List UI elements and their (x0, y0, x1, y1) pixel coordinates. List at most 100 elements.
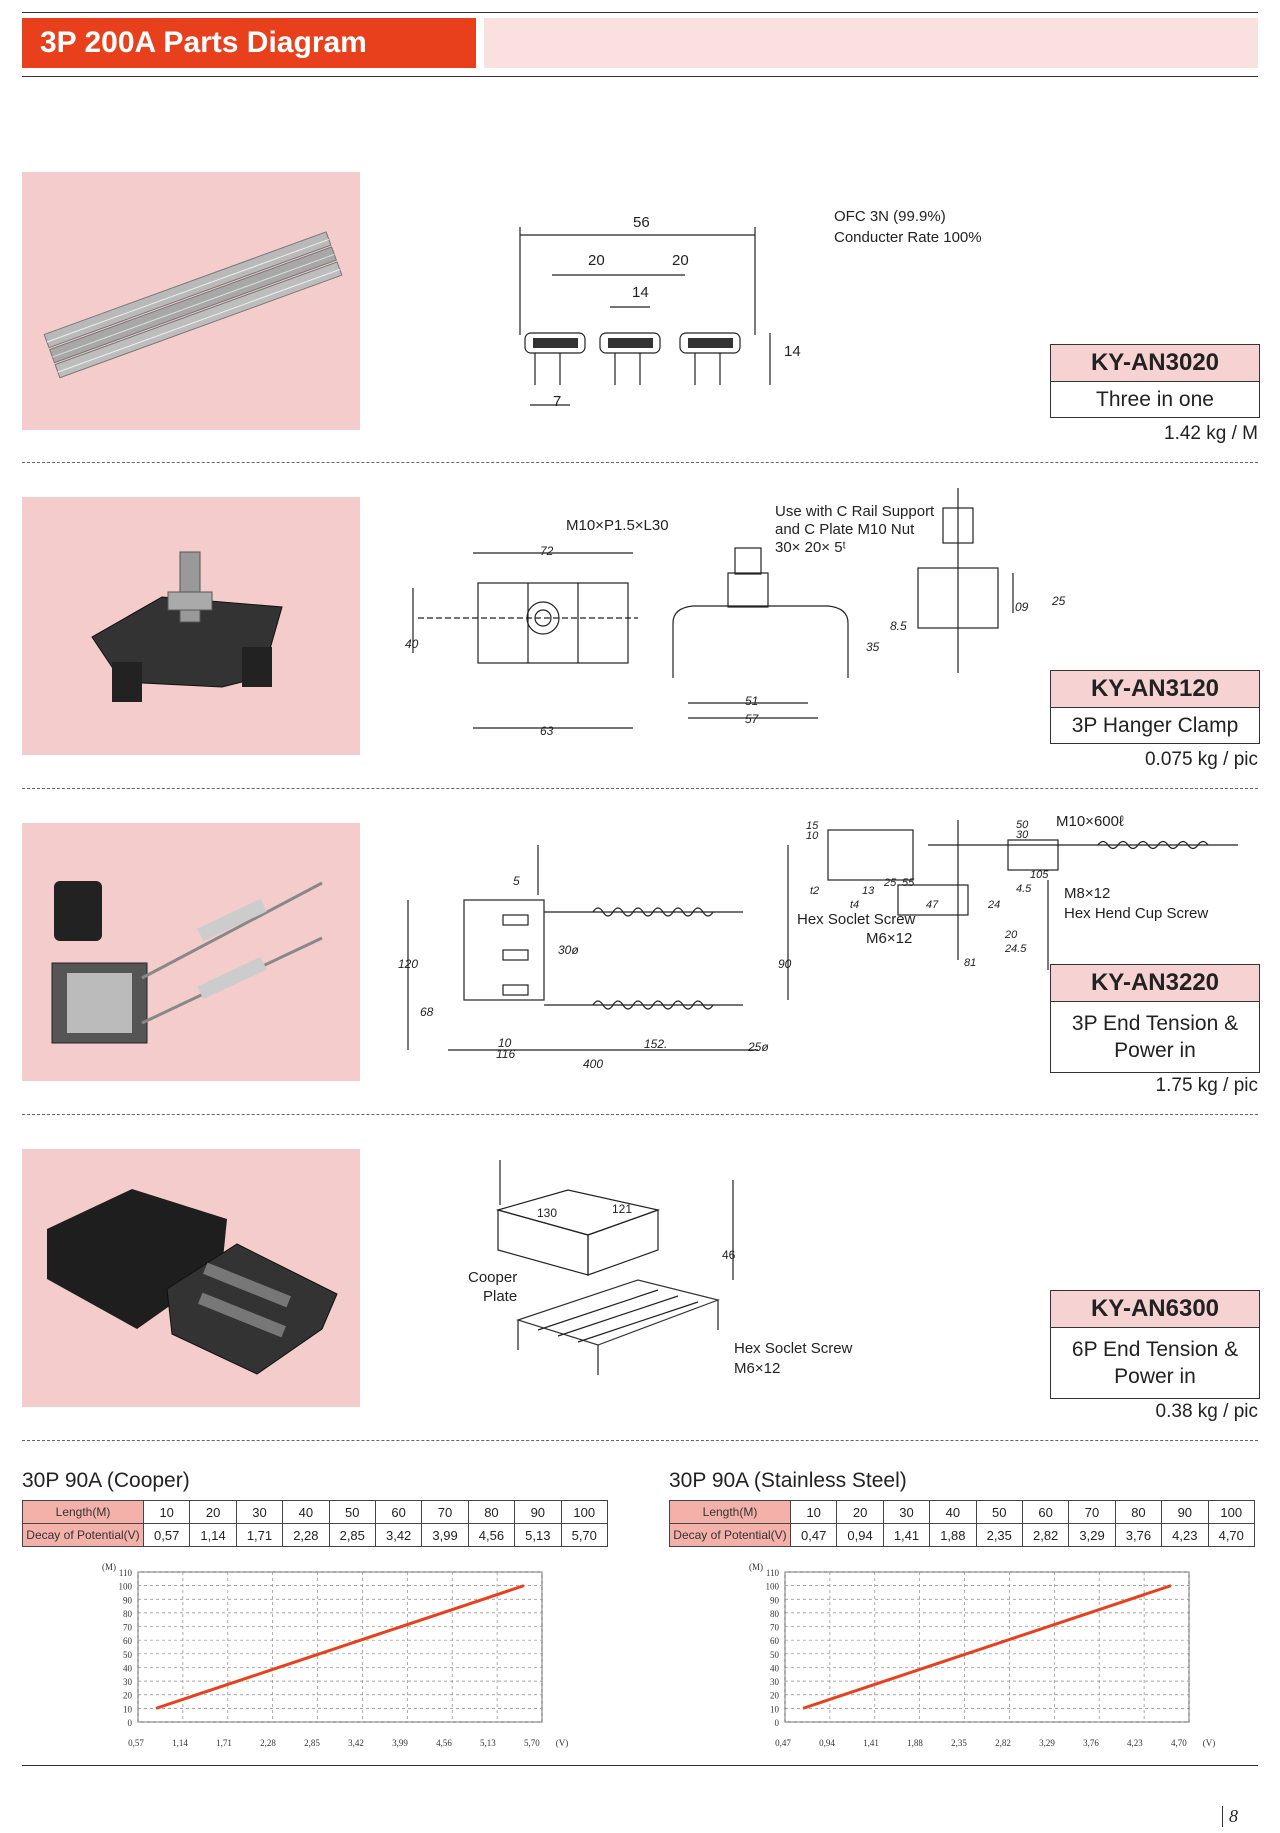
table-title-cooper: 30P 90A (Cooper) (22, 1469, 190, 1492)
dim-30-dia: 30ø (558, 943, 579, 957)
dim-7: 7 (553, 393, 562, 410)
dim-40: 40 (405, 637, 419, 651)
page-title: 3P 200A Parts Diagram (22, 18, 476, 68)
table-cell: 100 (1207, 1500, 1256, 1524)
y-tick-label: 30 (770, 1677, 780, 1687)
y-tick-label: 10 (770, 1704, 780, 1714)
table-cell: 50 (975, 1500, 1023, 1524)
rail-support-note: Use with C Rail Support (775, 503, 935, 520)
hex-screw-size-note: M6×12 (734, 1360, 781, 1377)
dim-09: 09 (1015, 600, 1029, 614)
c-plate-note: and C Plate M10 Nut (775, 521, 915, 538)
6p-box-diagram (458, 1150, 758, 1410)
y-tick-label: 0 (128, 1718, 133, 1728)
table-cell: 30 (882, 1500, 931, 1524)
x-tick-label: 5,13 (480, 1738, 496, 1748)
hex-screw-note: Hex Soclet Screw (797, 911, 916, 928)
product-code: KY-AN6300 (1051, 1291, 1259, 1328)
table-cell: 4,56 (467, 1523, 516, 1547)
x-tick-label: 3,76 (1083, 1738, 1099, 1748)
x-tick-label: 0,57 (128, 1738, 144, 1748)
y-tick-label: 50 (770, 1650, 780, 1660)
y-tick-label: 20 (123, 1691, 133, 1701)
table-cell: 5,70 (560, 1523, 609, 1547)
dim-10: 10 (498, 1036, 512, 1050)
table-title-stainless: 30P 90A (Stainless Steel) (669, 1469, 907, 1492)
dim-51: 51 (745, 694, 759, 708)
table-cell: 60 (374, 1500, 423, 1524)
cup-screw-note: Hex Hend Cup Screw (1064, 905, 1209, 922)
x-axis-label: (V) (1203, 1738, 1216, 1748)
dim-25b: 25 (884, 877, 897, 889)
table-cell: 90 (1161, 1500, 1209, 1524)
y-tick-label: 90 (770, 1595, 780, 1605)
end-tension-photo-drawing (51, 881, 323, 1044)
dim-105: 105 (1030, 869, 1049, 881)
table-cell: 20 (836, 1500, 884, 1524)
dim-81: 81 (964, 957, 977, 969)
product-weight: 1.75 kg / pic (1155, 1075, 1258, 1096)
y-tick-label: 30 (123, 1677, 133, 1687)
product-photo-6p-box (22, 1149, 360, 1407)
dim-152: 152. (644, 1037, 668, 1051)
table-cell: 0,94 (836, 1523, 884, 1547)
row-label: Length(M) (669, 1500, 791, 1524)
clamp-photo-drawing (91, 551, 283, 702)
table-cell: 5,13 (514, 1523, 562, 1547)
y-tick-label: 50 (123, 1650, 133, 1660)
product-photo-clamp (22, 497, 360, 755)
x-tick-label: 5,70 (524, 1738, 540, 1748)
y-tick-label: 110 (766, 1568, 780, 1578)
x-tick-label: 1,14 (172, 1738, 188, 1748)
y-tick-label: 40 (770, 1663, 780, 1673)
decay-table-cooper: Length(M) 10 20 30 40 50 60 70 80 90 100… (22, 1500, 609, 1547)
dim-8-5: 8.5 (890, 619, 907, 633)
table-cell: 10 (789, 1500, 838, 1524)
table-row: Decay of Potential(V) 0,47 0,94 1,41 1,8… (669, 1523, 1256, 1547)
table-cell: 1,88 (929, 1523, 977, 1547)
dim-24: 24 (988, 899, 1001, 911)
y-tick-label: 0 (775, 1718, 780, 1728)
product-weight: 1.42 kg / M (1164, 423, 1258, 444)
x-tick-label: 4,70 (1171, 1738, 1187, 1748)
table-cell: 2,28 (282, 1523, 330, 1547)
table-cell: 3,42 (374, 1523, 423, 1547)
rail-photo-drawing (43, 231, 343, 379)
dim-10b: 10 (806, 830, 819, 842)
product-code: KY-AN3020 (1051, 345, 1259, 382)
y-tick-label: 40 (123, 1663, 133, 1673)
product-name: 6P End Tension & Power in (1071, 1338, 1239, 1388)
dim-25-dia: 25ø (748, 1040, 769, 1054)
page-number: 8 (1222, 1806, 1238, 1827)
product-photo-rail (22, 172, 360, 430)
table-cell: 4,23 (1161, 1523, 1209, 1547)
x-tick-label: 4,56 (436, 1738, 452, 1748)
thread-spec-note: M10×P1.5×L30 (566, 517, 669, 534)
table-cell: 3,29 (1068, 1523, 1116, 1547)
title-band (484, 18, 1258, 68)
rod-spec-note: M10×600ℓ (1056, 813, 1124, 830)
table-row: Decay of Potential(V) 0,57 1,14 1,71 2,2… (22, 1523, 609, 1547)
table-cell: 1,41 (882, 1523, 931, 1547)
row-label: Decay of Potential(V) (669, 1523, 791, 1547)
cup-screw-size-note: M8×12 (1064, 885, 1111, 902)
y-axis-label: (M) (749, 1562, 763, 1572)
y-tick-label: 70 (770, 1623, 780, 1633)
cooper-label: Cooper (468, 1269, 518, 1286)
x-tick-label: 2,28 (260, 1738, 276, 1748)
x-axis-label: (V) (556, 1738, 569, 1748)
series-line (155, 1584, 525, 1710)
hex-screw-note: Hex Soclet Screw (734, 1340, 853, 1357)
dim-130: 130 (537, 1206, 558, 1220)
product-label-box: KY-AN3020 Three in one (1050, 344, 1260, 418)
table-cell: 3,76 (1114, 1523, 1163, 1547)
table-cell: 50 (328, 1500, 376, 1524)
y-tick-label: 20 (770, 1691, 780, 1701)
table-cell: 100 (560, 1500, 609, 1524)
y-tick-label: 10 (123, 1704, 133, 1714)
dim-5: 5 (513, 874, 520, 888)
y-axis-label: (M) (102, 1562, 116, 1572)
x-tick-label: 2,35 (951, 1738, 967, 1748)
dim-35: 35 (866, 640, 880, 654)
